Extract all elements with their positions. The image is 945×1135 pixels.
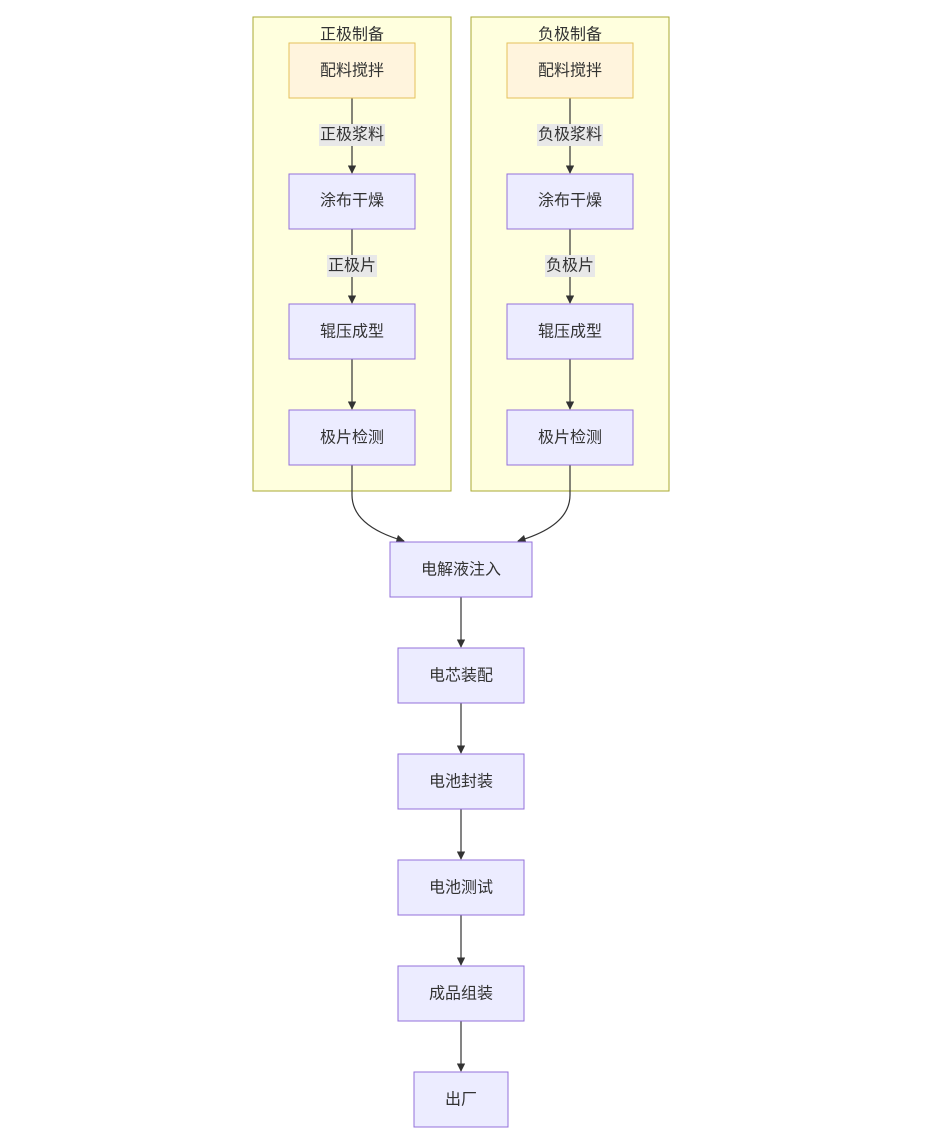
svg-text:正极片: 正极片 [328, 256, 376, 275]
svg-text:负极浆料: 负极浆料 [538, 125, 602, 144]
edge-label-p-slurry: 正极浆料 [319, 124, 385, 146]
svg-text:极片检测: 极片检测 [320, 428, 384, 447]
svg-text:辊压成型: 辊压成型 [538, 322, 602, 341]
node-p-coat: 涂布干燥 [288, 173, 416, 230]
node-n-coat: 涂布干燥 [506, 173, 634, 230]
node-p-check: 极片检测 [288, 409, 416, 466]
svg-text:电池测试: 电池测试 [429, 878, 493, 897]
node-seal: 电池封装 [397, 753, 525, 810]
svg-text:涂布干燥: 涂布干燥 [538, 191, 602, 210]
svg-text:涂布干燥: 涂布干燥 [320, 191, 384, 210]
svg-text:电池封装: 电池封装 [429, 772, 493, 791]
svg-text:极片检测: 极片检测 [538, 428, 602, 447]
node-n-roll: 辊压成型 [506, 303, 634, 360]
svg-text:出厂: 出厂 [445, 1090, 477, 1109]
svg-text:正极浆料: 正极浆料 [320, 125, 384, 144]
node-p-mix: 配料搅拌 [288, 42, 416, 99]
node-ship: 出厂 [413, 1071, 509, 1128]
node-pack: 成品组装 [397, 965, 525, 1022]
svg-text:配料搅拌: 配料搅拌 [538, 61, 602, 80]
node-electrolyte: 电解液注入 [389, 541, 533, 598]
svg-text:成品组装: 成品组装 [429, 984, 493, 1003]
svg-text:电解液注入: 电解液注入 [421, 560, 501, 579]
edge-p-check-electrolyte [351, 465, 405, 543]
svg-text:电芯装配: 电芯装配 [429, 666, 493, 685]
svg-text:配料搅拌: 配料搅拌 [320, 61, 384, 80]
cluster-positive-title: 正极制备 [320, 25, 384, 44]
edge-label-n-slurry: 负极浆料 [537, 124, 603, 146]
cluster-negative-title: 负极制备 [538, 25, 602, 44]
node-assembly: 电芯装配 [397, 647, 525, 704]
edge-n-check-electrolyte [517, 465, 571, 543]
node-p-roll: 辊压成型 [288, 303, 416, 360]
node-n-mix: 配料搅拌 [506, 42, 634, 99]
edge-label-n-sheet: 负极片 [545, 255, 595, 277]
svg-text:辊压成型: 辊压成型 [320, 322, 384, 341]
node-test: 电池测试 [397, 859, 525, 916]
edge-label-p-sheet: 正极片 [327, 255, 377, 277]
svg-text:负极片: 负极片 [546, 256, 594, 275]
node-n-check: 极片检测 [506, 409, 634, 466]
